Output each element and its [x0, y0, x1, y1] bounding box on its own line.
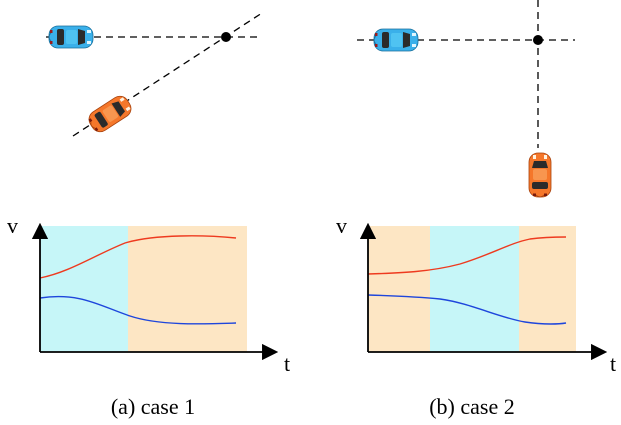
region-orange-left	[368, 226, 430, 352]
velocity-plot-case-2: v t (b) case 2	[336, 213, 616, 419]
region-cyan	[40, 226, 128, 352]
scene-case-2	[357, 0, 575, 198]
region-cyan	[430, 226, 519, 352]
blue-velocity-curve	[367, 294, 567, 325]
panel-caption: (a) case 1	[111, 394, 195, 419]
orange-car-icon	[85, 92, 135, 136]
blue-car-icon	[373, 28, 419, 52]
region-orange	[128, 226, 247, 352]
x-axis-label: t	[284, 351, 290, 376]
blue-velocity-curve	[39, 295, 237, 325]
red-velocity-curve	[367, 236, 567, 275]
red-velocity-curve	[39, 235, 237, 279]
blue-car-icon	[48, 25, 94, 49]
y-axis-label: v	[7, 213, 18, 238]
scene-case-1	[46, 12, 263, 137]
panel-caption: (b) case 2	[429, 394, 515, 419]
orange-car-icon	[528, 152, 552, 198]
intersection-point-a	[221, 32, 231, 42]
velocity-plot-case-1: v t (a) case 1	[7, 213, 290, 419]
y-axis-label: v	[336, 213, 347, 238]
intersection-point-b	[533, 35, 543, 45]
x-axis-label: t	[610, 351, 616, 376]
region-orange-right	[519, 226, 576, 352]
